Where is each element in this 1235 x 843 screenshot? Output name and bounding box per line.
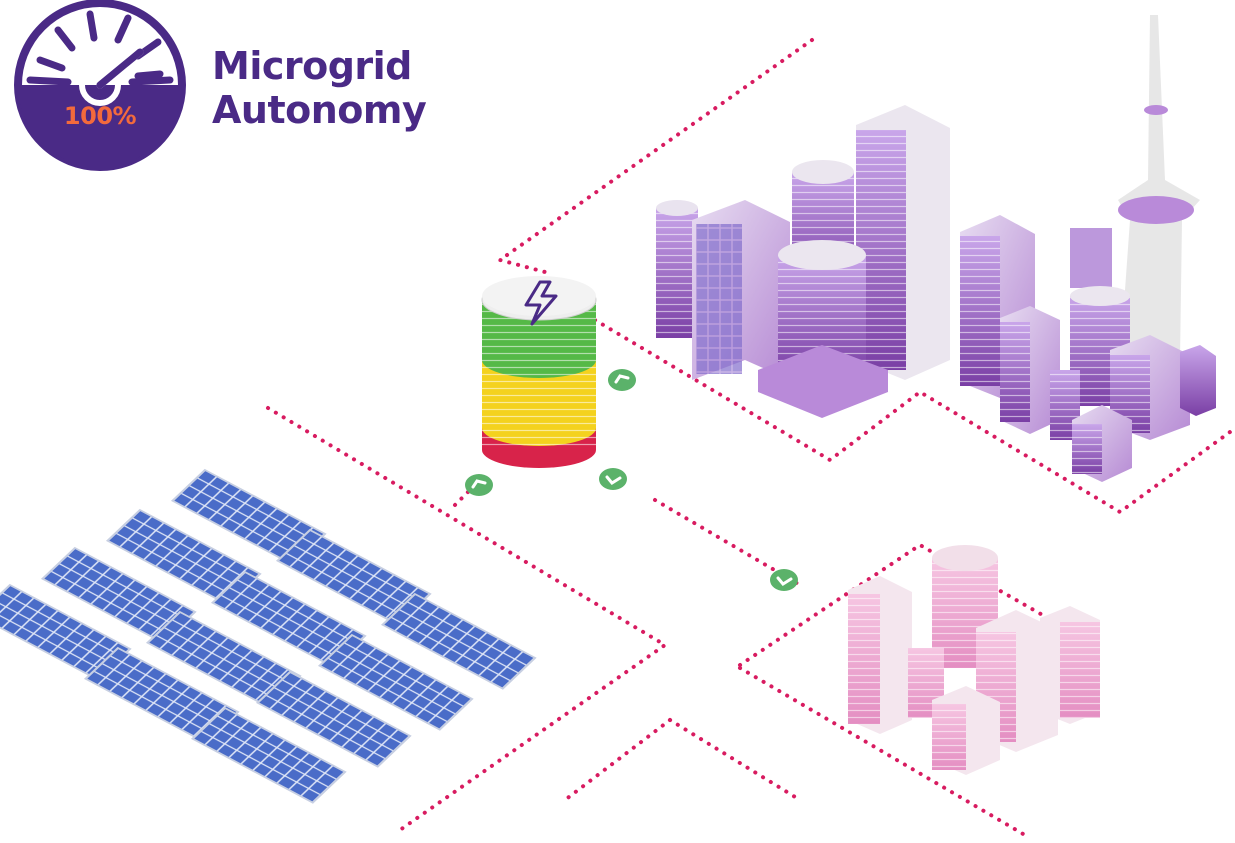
town-boundary-line — [738, 542, 1062, 667]
logo-speedometer — [14, 0, 186, 171]
lightning-bolt-icon — [524, 280, 558, 326]
battery-city-line — [593, 318, 1232, 515]
logo-badge-percent: 100% — [63, 102, 137, 130]
battery-town-line — [653, 498, 802, 587]
battery-solar-line — [453, 488, 472, 507]
solar-panel-array — [0, 468, 537, 804]
chevron-arrow-icon — [608, 369, 636, 391]
flow-arrows — [465, 369, 798, 591]
grid-connection-lines — [266, 38, 1232, 840]
logo-title-line2: Autonomy — [212, 88, 427, 132]
logo-title: Microgrid Autonomy — [212, 44, 427, 132]
city-district — [656, 15, 1216, 482]
battery-storage — [481, 276, 597, 468]
city-boundary-line — [495, 38, 814, 274]
road-line-2 — [563, 718, 672, 802]
chevron-arrow-icon — [599, 468, 627, 490]
chevron-arrow-icon — [465, 474, 493, 496]
town-boundary-lower-line — [738, 666, 1032, 840]
town-district — [848, 545, 1100, 775]
logo-title-line1: Microgrid — [212, 44, 412, 88]
road-line — [668, 718, 802, 802]
solar-boundary-line — [266, 406, 669, 832]
chevron-arrow-icon — [770, 569, 798, 591]
speedometer-icon — [26, 10, 174, 106]
